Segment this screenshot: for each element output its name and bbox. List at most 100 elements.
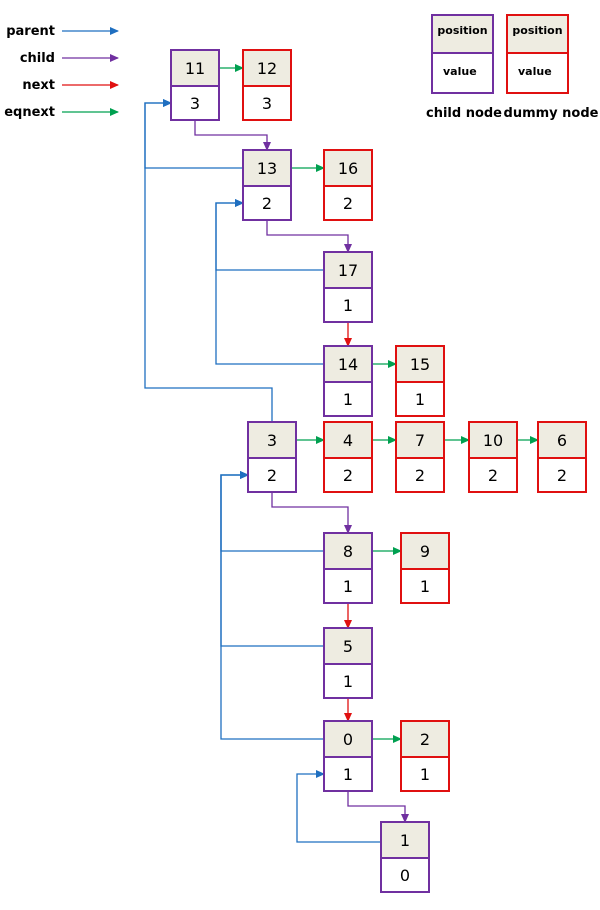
node-value: 2: [488, 466, 498, 485]
parent-edge-14-to-13: [215, 199, 324, 365]
sample-bottom-label: value: [518, 65, 552, 78]
node-position: 9: [420, 542, 430, 561]
node-position: 8: [343, 542, 353, 561]
node-value: 1: [420, 765, 430, 784]
dummy-node-2: 21: [400, 720, 450, 792]
node-position: 6: [557, 431, 567, 450]
sample-caption: child node: [426, 106, 502, 121]
node-position: 10: [483, 431, 503, 450]
child-node-17: 171: [323, 251, 373, 323]
sample-bottom-label: value: [443, 65, 477, 78]
child-node-3: 32: [247, 421, 297, 493]
node-header: [248, 422, 296, 458]
node-value: 2: [415, 466, 425, 485]
child-edge-3-to-8: [271, 492, 352, 534]
sample-top-label: position: [437, 24, 487, 37]
node-position: 12: [257, 59, 277, 78]
node-value: 2: [343, 466, 353, 485]
node-position: 14: [338, 355, 358, 374]
node-value: 2: [557, 466, 567, 485]
node-header: [324, 628, 372, 664]
node-header: [171, 50, 219, 86]
child-node-5: 51: [323, 627, 373, 699]
parent-edge-0-to-3: [220, 471, 324, 740]
node-header: [469, 422, 517, 458]
node-value: 1: [343, 765, 353, 784]
dummy-node-10: 10 2: [468, 421, 518, 493]
node-value: 0: [400, 866, 410, 885]
node-value: 2: [262, 194, 272, 213]
node-header: [243, 150, 291, 186]
parent-edge-8-to-3: [220, 471, 324, 552]
node-value: 3: [190, 94, 200, 113]
dummy-node-12: 12 3: [242, 49, 292, 121]
child-edge-11-to-13: [194, 120, 271, 151]
edges-layer: [144, 64, 539, 843]
child-node-0: 01: [323, 720, 373, 792]
legend-label: child: [20, 51, 55, 66]
legend-label: next: [22, 78, 55, 93]
node-header: [396, 346, 444, 382]
node-position: 2: [420, 730, 430, 749]
node-position: 0: [343, 730, 353, 749]
dummy-node-4: 42: [323, 421, 373, 493]
node-header: [324, 252, 372, 288]
node-position: 7: [415, 431, 425, 450]
dummy-node-7: 72: [395, 421, 445, 493]
parent-edge-3-to-11: [144, 99, 273, 422]
sample-top-label: position: [512, 24, 562, 37]
node-header: [324, 150, 372, 186]
node-position: 13: [257, 159, 277, 178]
node-header: [381, 822, 429, 858]
sample-header: [432, 15, 493, 53]
node-position: 15: [410, 355, 430, 374]
legend: parent child next eqnext position value child …: [4, 14, 599, 121]
node-value: 1: [343, 577, 353, 596]
node-position: 17: [338, 261, 358, 280]
node-header: [324, 533, 372, 569]
legend-item-next: next: [22, 78, 119, 93]
node-header: [243, 50, 291, 86]
legend-label: eqnext: [4, 105, 55, 120]
child-edge-13-to-17: [266, 220, 352, 253]
node-header: [324, 422, 372, 458]
node-header: [324, 346, 372, 382]
sample-header: [507, 15, 568, 53]
node-header: [401, 533, 449, 569]
parent-edge-17-to-13: [215, 199, 324, 271]
legend-sample-child-node: position value child node: [426, 14, 502, 121]
node-value: 2: [267, 466, 277, 485]
node-value: 1: [420, 577, 430, 596]
dummy-node-9: 91: [400, 532, 450, 604]
node-value: 3: [262, 94, 272, 113]
child-node-8: 81: [323, 532, 373, 604]
child-edge-0-to-1: [347, 791, 409, 823]
node-value: 1: [343, 672, 353, 691]
node-value: 1: [415, 390, 425, 409]
legend-sample-dummy-node: position value dummy node: [504, 14, 599, 121]
node-value: 1: [343, 390, 353, 409]
child-node-11: 113: [170, 49, 220, 121]
child-node-1: 10: [380, 821, 430, 893]
node-position: 5: [343, 637, 353, 656]
child-node-13: 13 2: [242, 149, 292, 221]
legend-item-parent: parent: [6, 24, 119, 39]
legend-label: parent: [6, 24, 55, 39]
sample-caption: dummy node: [504, 106, 599, 121]
node-value: 2: [343, 194, 353, 213]
node-position: 1: [400, 831, 410, 850]
dummy-node-16: 16 2: [323, 149, 373, 221]
dummy-node-6: 62: [537, 421, 587, 493]
node-position: 4: [343, 431, 353, 450]
node-position: 3: [267, 431, 277, 450]
node-position: 16: [338, 159, 358, 178]
node-header: [324, 721, 372, 757]
child-node-14: 14 1: [323, 345, 373, 417]
nodes-layer: 1131231321621711411513242721026281915101…: [170, 49, 587, 893]
parent-edge-1-to-0: [296, 770, 381, 843]
legend-item-child: child: [20, 51, 119, 66]
node-header: [401, 721, 449, 757]
node-header: [396, 422, 444, 458]
